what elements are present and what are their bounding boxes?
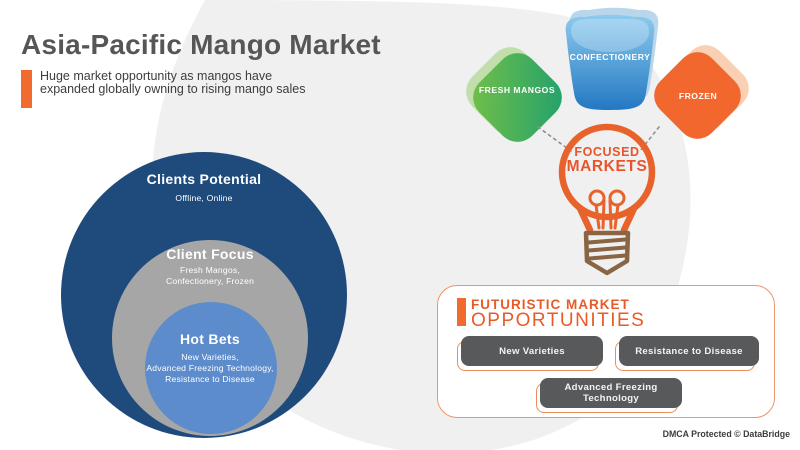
page-subtitle: Huge market opportunity as mangos have e… xyxy=(40,69,306,97)
confectionery-shape xyxy=(565,7,659,110)
fresh-mangos-shape xyxy=(466,47,562,142)
panel-heading-line2: OPPORTUNITIES xyxy=(471,310,646,331)
panel-heading-line1: FUTURISTIC MARKET xyxy=(471,297,630,312)
ring-sub-line: New Varieties, xyxy=(181,352,239,362)
ring-sub-line: Fresh Mangos, xyxy=(180,265,240,275)
accent-bar xyxy=(21,70,32,108)
ring-sub-hot-bets: New Varieties, Advanced Freezing Technol… xyxy=(110,352,310,385)
subtitle-block: Huge market opportunity as mangos have e… xyxy=(21,69,308,108)
dmca-watermark: DMCA Protected © DataBridge xyxy=(662,429,790,439)
ring-sub-line: Offline, Online xyxy=(175,193,233,203)
lightbulb-icon xyxy=(558,123,656,276)
opportunity-item-new-varieties: New Varieties xyxy=(461,336,603,366)
opportunities-panel: FUTURISTIC MARKET OPPORTUNITIES New Vari… xyxy=(437,285,775,418)
fresh-mangos-label: FRESH MANGOS xyxy=(478,85,556,95)
opportunity-item-advanced-freezing-technology: Advanced Freezing Technology xyxy=(540,378,682,408)
bulb-caption-line: FOCUSED xyxy=(574,145,640,159)
ring-sub-line: Resistance to Disease xyxy=(165,374,255,384)
page-title: Asia-Pacific Mango Market xyxy=(21,29,381,60)
frozen-label: FROZEN xyxy=(678,91,718,101)
focused-markets-caption: FOCUSED MARKETS xyxy=(552,146,662,175)
bulb-filament xyxy=(588,189,626,230)
opportunity-item-resistance-to-disease: Resistance to Disease xyxy=(619,336,759,366)
ring-hot-bets xyxy=(145,302,277,434)
connector-left-dashed-line xyxy=(537,126,572,152)
ring-label-clients-potential: Clients Potential xyxy=(146,171,262,187)
ring-label-client-focus: Client Focus xyxy=(166,246,254,262)
frozen-shape xyxy=(654,45,749,139)
ring-sub-line: Advanced Freezing Technology, xyxy=(146,363,274,373)
ring-sub-line: Confectionery, Frozen xyxy=(165,276,255,286)
panel-accent-bar xyxy=(457,298,466,326)
bulb-glass-circle xyxy=(558,123,656,221)
ring-sub-clients-potential: Offline, Online xyxy=(104,193,304,204)
bulb-screw-base xyxy=(583,230,631,276)
confectionery-label: CONFECTIONERY xyxy=(569,52,651,62)
bulb-caption-line: MARKETS xyxy=(566,158,648,175)
ring-label-hot-bets: Hot Bets xyxy=(180,331,240,347)
ring-sub-client-focus: Fresh Mangos, Confectionery, Frozen xyxy=(110,265,310,287)
